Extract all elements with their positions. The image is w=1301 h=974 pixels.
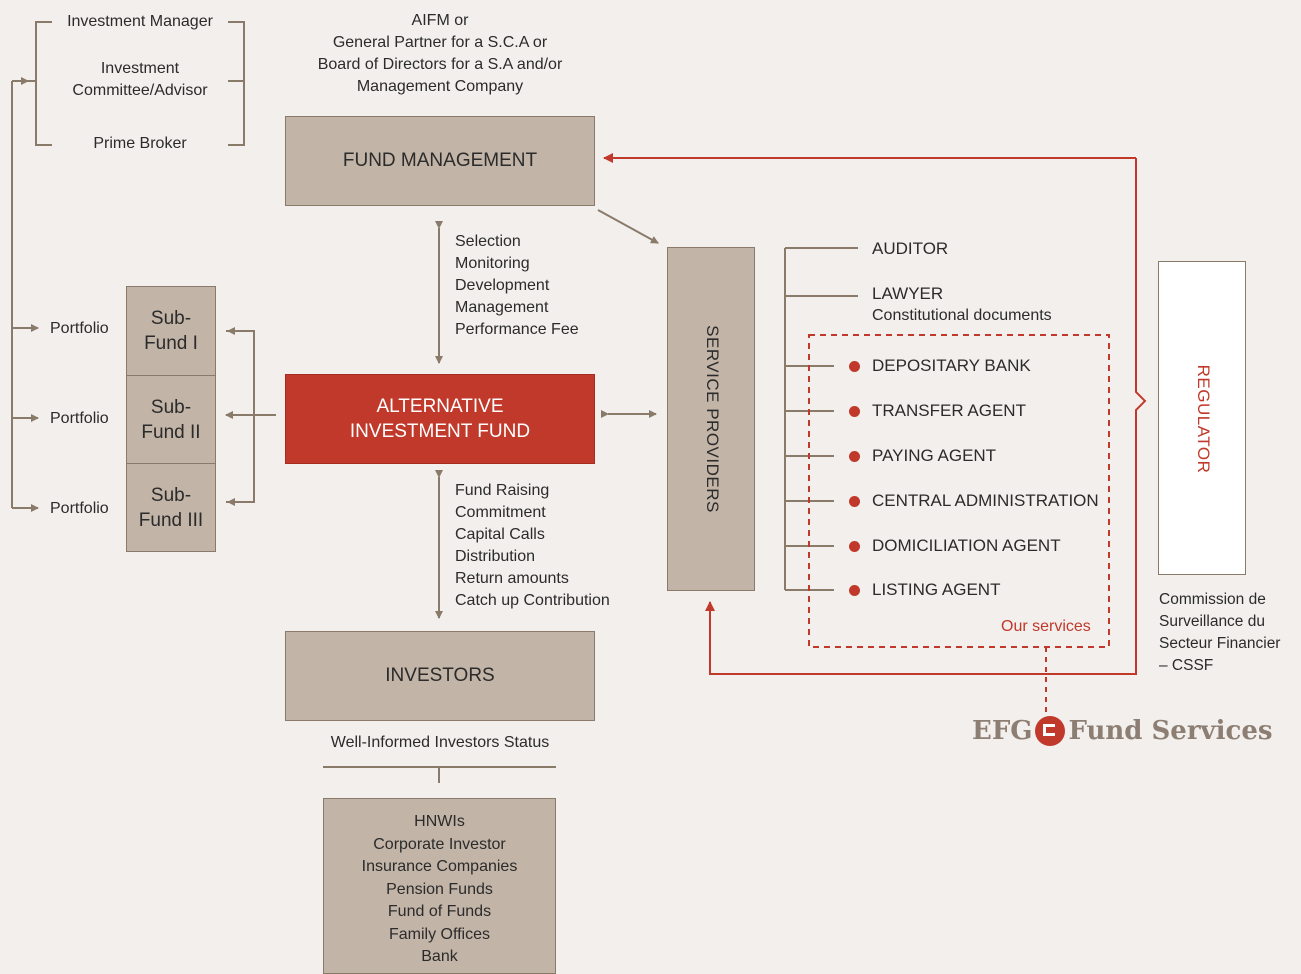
regulator-name: Commission de Surveillance du Secteur Fi… [1159, 591, 1281, 674]
central-administration-bullet [849, 496, 860, 507]
sub-fund-i[interactable]: Sub- Fund I [126, 286, 216, 376]
lawyer-label: LAWYER [872, 284, 944, 303]
investor-status-label: Well-Informed Investors Status [330, 734, 550, 751]
auditor-label: AUDITOR [872, 239, 949, 258]
alternative-investment-fund-box[interactable]: ALTERNATIVE INVESTMENT FUND [285, 374, 595, 464]
sub-fund-ii[interactable]: Sub- Fund II [126, 375, 216, 464]
logo-right-text: Fund Services [1068, 716, 1273, 746]
paying-agent-bullet [849, 451, 860, 462]
sub-fund-ii-label: Sub- Fund II [141, 396, 201, 443]
transfer-agent-bullet [849, 406, 860, 417]
sub-fund-i-label: Sub- Fund I [144, 308, 198, 354]
efg-fund-services-logo: EFG Fund Services [972, 716, 1273, 746]
portfolio-label-3: Portfolio [50, 500, 109, 517]
investor-relations: Fund Raising Commitment Capital Calls Di… [455, 482, 610, 609]
fund-management-relations: Selection Monitoring Development Managem… [455, 233, 579, 338]
domiciliation-agent-bullet [849, 541, 860, 552]
sub-fund-iii-label: Sub- Fund III [138, 484, 204, 531]
listing-agent-label: LISTING AGENT [872, 580, 1001, 599]
investors-label: INVESTORS [385, 665, 495, 686]
fund-management-label: FUND MANAGEMENT [342, 150, 538, 171]
fund-management-box[interactable]: FUND MANAGEMENT [285, 116, 595, 206]
regulator-box[interactable] [1158, 261, 1246, 575]
paying-agent-label: PAYING AGENT [872, 446, 997, 465]
transfer-agent-label: TRANSFER AGENT [872, 401, 1026, 420]
service-providers-box[interactable] [667, 247, 755, 591]
regulator-label: REGULATOR [1194, 364, 1213, 474]
our-services-label: Our services [1001, 618, 1091, 635]
central-administration-label: CENTRAL ADMINISTRATION [872, 491, 1099, 510]
investment-committee-label: Investment Committee/Advisor [72, 60, 208, 99]
logo-left-text: EFG [972, 716, 1033, 746]
portfolio-label-2: Portfolio [50, 410, 109, 427]
investment-manager-label: Investment Manager [67, 13, 213, 30]
aifm-label: AIFM or General Partner for a S.C.A or B… [317, 12, 563, 95]
aif-label: ALTERNATIVE INVESTMENT FUND [349, 396, 531, 442]
portfolio-label-1: Portfolio [50, 320, 109, 337]
investors-box[interactable]: INVESTORS [285, 631, 595, 721]
depositary-bank-label: DEPOSITARY BANK [872, 356, 1031, 375]
service-providers-label: SERVICE PROVIDERS [703, 325, 722, 513]
investor-types-box: HNWIs Corporate Investor Insurance Compa… [323, 798, 556, 974]
depositary-bank-bullet [849, 361, 860, 372]
sub-fund-iii[interactable]: Sub- Fund III [126, 463, 216, 552]
prime-broker-label: Prime Broker [93, 135, 187, 152]
investor-types-list: HNWIs Corporate Investor Insurance Compa… [361, 813, 518, 965]
listing-agent-bullet [849, 585, 860, 596]
domiciliation-agent-label: DOMICILIATION AGENT [872, 536, 1061, 555]
lawyer-note: Constitutional documents [872, 307, 1052, 324]
efg-logo-icon [1035, 716, 1066, 746]
